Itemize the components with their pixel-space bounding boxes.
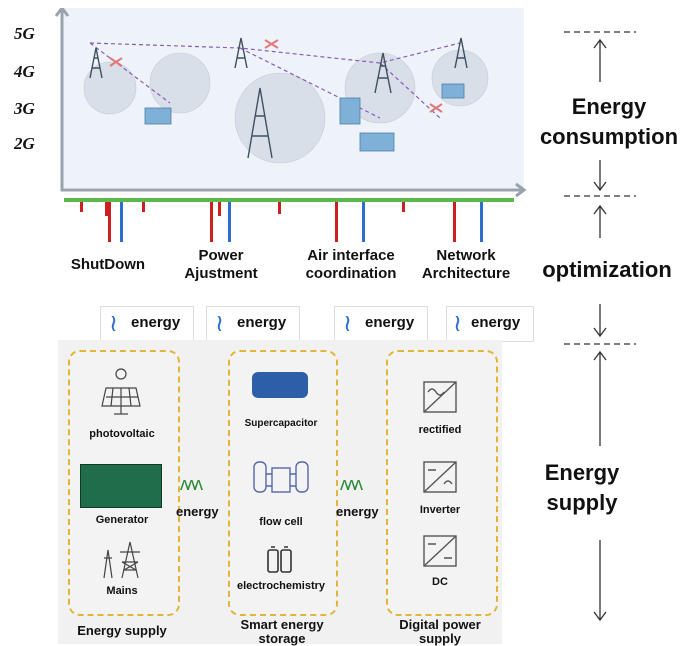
spring-connector-icon: ᴧᴧᴧ (340, 474, 363, 494)
energy-label: energy (131, 314, 181, 331)
flow-cell-label: flow cell (259, 516, 303, 528)
generator-icon (80, 464, 162, 508)
inverter-label: Inverter (419, 504, 461, 516)
optimization-air-interface: Air interface coordination (305, 247, 397, 282)
tower-icon (89, 37, 468, 159)
mains-label: Mains (106, 585, 138, 597)
digital-power-title: Digital power supply (399, 617, 481, 646)
connector-energy-label: energy (336, 504, 379, 519)
gen-label-5g: 5G (14, 24, 35, 43)
flow-cell-icon (253, 461, 309, 493)
dc-icon (423, 535, 457, 567)
battery-icon (267, 546, 292, 573)
spring-connector-icon: ᴧᴧᴧ (180, 474, 203, 494)
photovoltaic-label: photovoltaic (89, 428, 155, 440)
supercapacitor-label: Supercapacitor (244, 418, 318, 429)
wave-icon: ≀ (215, 310, 224, 337)
energy-flow-4: ≀ energy (446, 306, 534, 342)
energy-flow-2: ≀ energy (206, 306, 300, 342)
smart-storage-title: Smart energy storage (240, 617, 324, 646)
rectified-label: rectified (418, 424, 462, 436)
optimization-shutdown: ShutDown (70, 256, 146, 273)
energy-label: energy (237, 314, 287, 331)
energy-label: energy (365, 314, 415, 331)
connector-energy-label: energy (176, 504, 219, 519)
energy-supply-title: Energy supply (77, 623, 167, 638)
optimization-power-adjustment: Power Ajustment (184, 247, 258, 282)
optimization-network-architecture: Network Architecture (421, 247, 511, 282)
energy-flow-1: ≀ energy (100, 306, 194, 342)
energy-label: energy (471, 314, 521, 331)
phase-optimization: optimization (542, 257, 672, 282)
solar-panel-icon (101, 368, 141, 415)
rectifier-icon (423, 381, 457, 413)
generator-label: Generator (95, 514, 149, 526)
wave-icon: ≀ (453, 310, 462, 337)
phase-arrows (564, 31, 636, 622)
phase-energy-supply: Energy supply (544, 460, 620, 515)
dc-label: DC (432, 576, 448, 588)
network-illustration (54, 8, 527, 242)
wave-icon: ≀ (109, 310, 118, 337)
phase-energy-consumption: Energy consumption (539, 94, 679, 149)
supercapacitor-icon (252, 372, 308, 398)
inverter-icon (423, 461, 457, 493)
gen-label-3g: 3G (14, 99, 35, 118)
gen-label-2g: 2G (14, 134, 35, 153)
gen-label-4g: 4G (14, 62, 35, 81)
electrochemistry-label: electrochemistry (236, 580, 326, 592)
energy-flow-3: ≀ energy (334, 306, 428, 342)
wave-icon: ≀ (343, 310, 352, 337)
transmission-tower-icon (103, 541, 140, 579)
